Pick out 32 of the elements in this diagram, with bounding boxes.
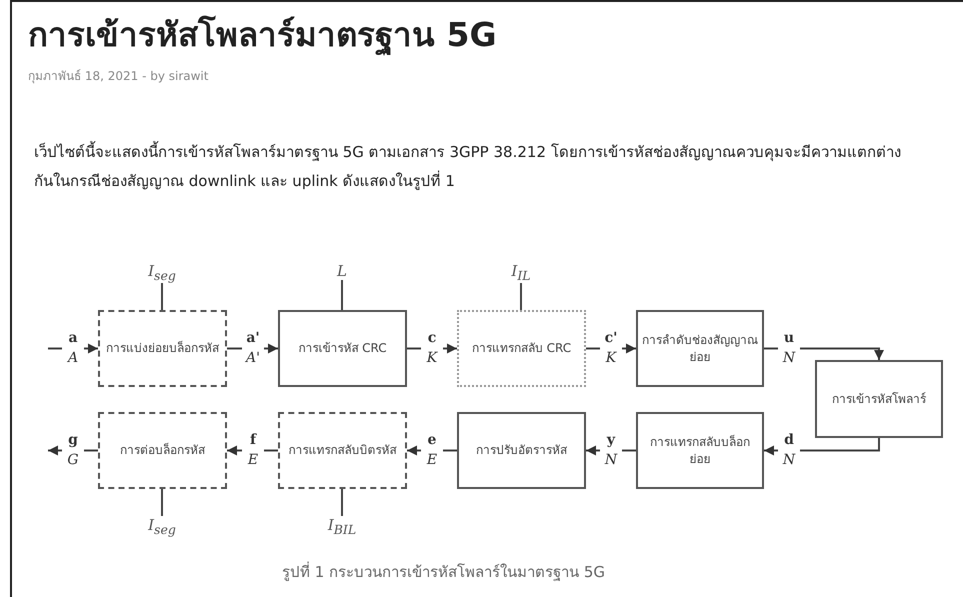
parameter-label: I$_{BIL}$ <box>328 516 356 537</box>
process-box <box>98 412 227 489</box>
box-label: การแทรกสลับบิตรหัส <box>288 442 398 459</box>
process-box <box>457 412 586 489</box>
page-title: การเข้ารหัสโพลาร์มาตรฐาน 5G <box>28 14 497 58</box>
process-box <box>636 412 764 489</box>
process-box <box>98 310 227 387</box>
parameter-label: I$_{seg}$ <box>148 262 176 283</box>
connector-line <box>520 283 522 310</box>
process-box <box>457 310 586 387</box>
process-box <box>278 310 407 387</box>
connector-line <box>341 489 343 516</box>
box-label: การแทรกสลับ CRC <box>470 340 572 357</box>
box-label: การเข้ารหัสโพลาร์ <box>831 390 927 408</box>
box-label: การปรับอัตรารหัส <box>475 442 568 459</box>
box-label: การต่อบล็อกรหัส <box>119 442 206 459</box>
parameter-label: L <box>337 262 347 280</box>
intro-paragraph: เว็ปไซต์นี้จะแสดงนี้การเข้ารหัสโพลาร์มาตรฐาน 5G ตามเอกสาร 3GPP 38.212 โดยการเข้ารหัสช่องสัญญาณควบคุมจะมีความแตกต่างกันในกรณีช่องสัญญาณ downlink และ uplink ดังแสดงในรูปที่ 1 <box>34 140 902 192</box>
parameter-label: I$_{IL}$ <box>511 262 531 283</box>
process-box <box>636 310 764 387</box>
box-label: การแบ่งย่อยบล็อกรหัส <box>105 340 220 357</box>
figure-caption: รูปที่ 1 กระบวนการเข้ารหัสโพลาร์ในมาตรฐาน 5G <box>282 560 606 583</box>
connector-line <box>341 280 343 310</box>
connector-line <box>161 489 163 516</box>
process-box <box>278 412 407 489</box>
box-label: การเข้ารหัส CRC <box>297 340 388 357</box>
parameter-label: I$_{seg}$ <box>148 516 176 537</box>
box-label: การแทรกสลับบล็อกย่อย <box>649 434 751 468</box>
connector-line <box>161 283 163 310</box>
post-meta: กุมภาพันธ์ 18, 2021 - by sirawit <box>28 68 208 85</box>
process-box <box>815 360 943 438</box>
box-label: การลำดับช่องสัญญาณย่อย <box>641 332 759 366</box>
